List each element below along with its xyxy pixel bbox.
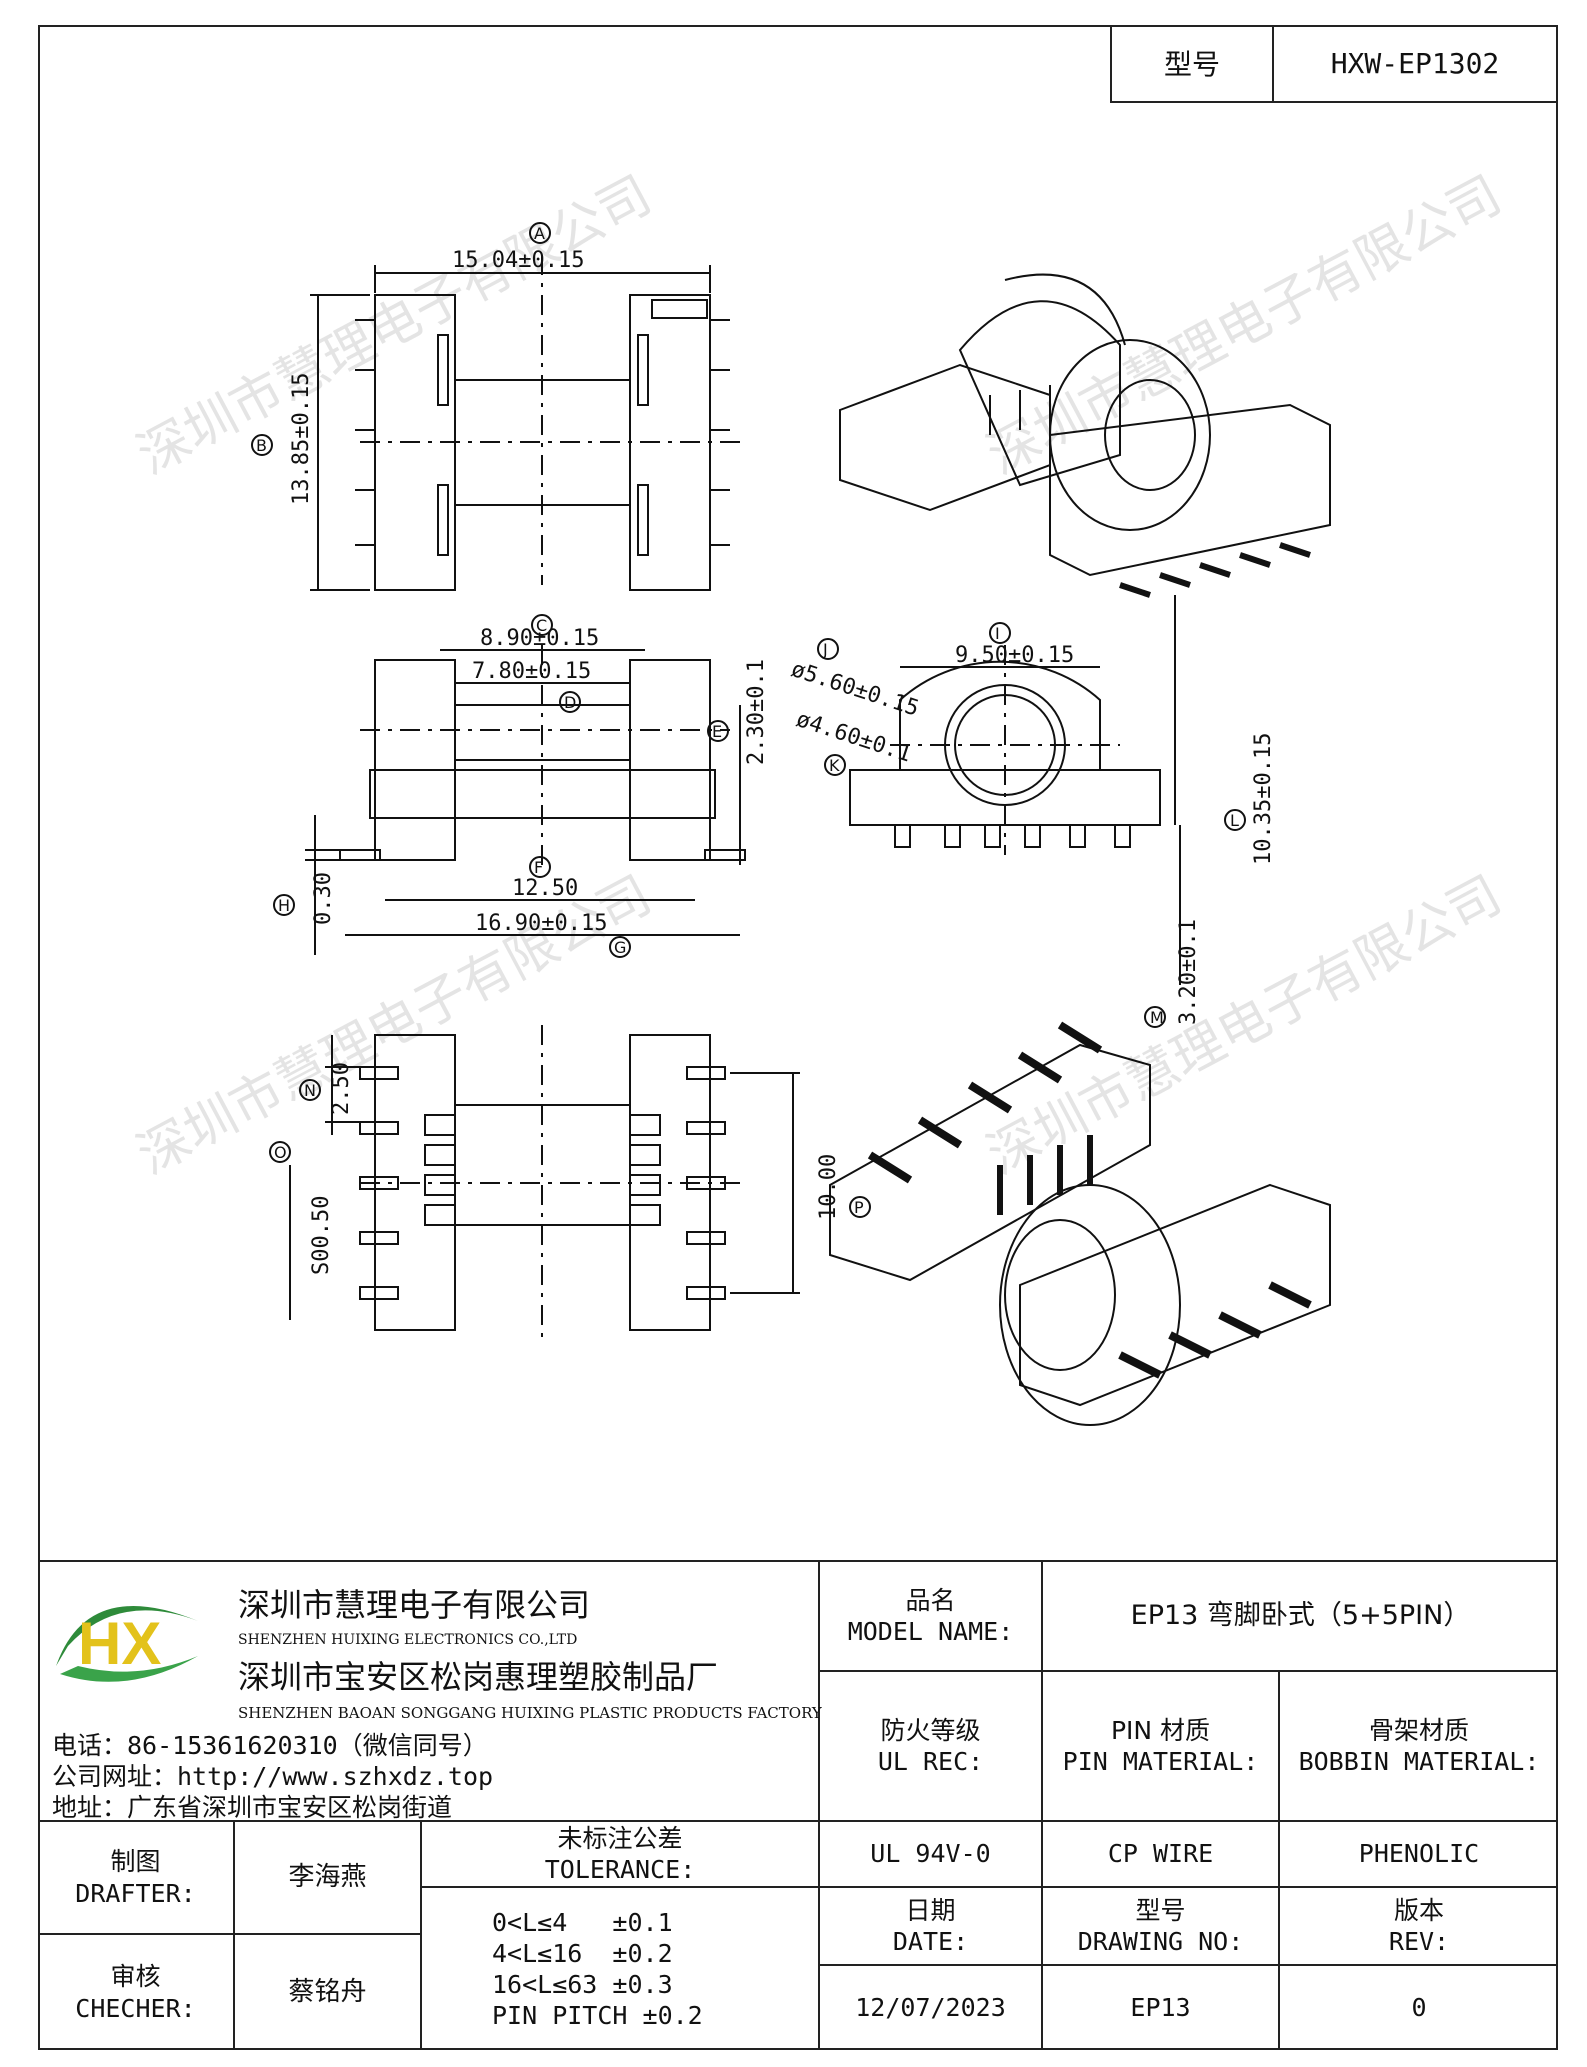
top-view: 15.04±0.15 A 13.85±0.15 B (251, 222, 740, 591)
svg-text:H: H (278, 896, 290, 915)
company-phone: 电话：86-15361620310（微信同号） (52, 1731, 488, 1760)
side-view: 9.50±0.15 I ø5.60±0.15 J ø4.60±0.1 K 10.… (788, 595, 1276, 1028)
company-logo: HX (48, 1586, 208, 1691)
tolerance-line-3: 16<L≤63 ±0.3 (492, 1970, 673, 1999)
svg-text:I: I (995, 624, 1000, 643)
dim-f: 12.50 (512, 876, 578, 901)
drawing-frame (38, 25, 1558, 2050)
svg-text:G: G (614, 938, 626, 957)
factory-name-cn: 深圳市宝安区松岗惠理塑胶制品厂 (238, 1658, 719, 1696)
svg-text:J: J (822, 640, 828, 659)
model-label: 型号 (1112, 25, 1274, 101)
svg-text:K: K (829, 756, 840, 775)
model-number-box: 型号 HXW-EP1302 (1110, 25, 1558, 103)
bottom-view: 2.50 N S00.50 O 10.00 P (269, 1025, 871, 1340)
drawing-no-header: 型号 DRAWING NO: (1077, 1895, 1244, 1956)
watermark-1: 深圳市慧理电子有限公司 (128, 165, 661, 487)
dim-m: 3.20±0.1 (1176, 919, 1201, 1025)
company-name-en: SHENZHEN HUIXING ELECTRONICS CO.,LTD (238, 1632, 578, 1648)
svg-text:O: O (274, 1143, 287, 1162)
dim-d: 7.80±0.15 (472, 659, 591, 684)
svg-text:M: M (1150, 1008, 1164, 1027)
dim-k: ø4.60±0.1 (793, 707, 914, 768)
drafter-value: 李海燕 (288, 1862, 367, 1893)
checker-value: 蔡铭舟 (288, 1977, 367, 2008)
logo-text: HX (78, 1610, 161, 1677)
dim-e: 2.30±0.1 (744, 659, 769, 765)
dim-g: 16.90±0.15 (475, 911, 607, 936)
date-header: 日期 DATE: (892, 1895, 969, 1956)
technical-drawing: 深圳市慧理电子有限公司 深圳市慧理电子有限公司 深圳市慧理电子有限公司 深圳市慧… (40, 105, 1556, 1560)
dim-n: 2.50 (329, 1062, 354, 1115)
company-website[interactable]: 公司网址：http://www.szhxdz.top (52, 1762, 494, 1791)
bobbin-material-header: 骨架材质 BOBBIN MATERIAL: (1298, 1715, 1540, 1776)
drawing-no-value: EP13 (1130, 1993, 1191, 2023)
rev-value: 0 (1411, 1993, 1427, 2023)
drawing-canvas: 深圳市慧理电子有限公司 深圳市慧理电子有限公司 深圳市慧理电子有限公司 深圳市慧… (128, 165, 1511, 1426)
company-name-cn: 深圳市慧理电子有限公司 (238, 1586, 591, 1624)
front-view: 8.90±0.15 C 7.80±0.15 D 2.30±0.1 E 12.50… (273, 614, 769, 958)
tolerance-line-4: PIN PITCH ±0.2 (492, 2001, 703, 2031)
svg-text:E: E (712, 722, 722, 741)
front-flange-right (629, 659, 711, 861)
dim-o: S00.50 (309, 1196, 334, 1275)
svg-text:C: C (536, 616, 547, 635)
date-value: 12/07/2023 (855, 1993, 1006, 2023)
model-name-value: EP13 弯脚卧式（5+5PIN） (1130, 1600, 1471, 1632)
svg-text:B: B (256, 436, 267, 455)
ul-rec-header: 防火等级 UL REC: (877, 1715, 984, 1776)
pin-material-header: PIN 材质 PIN MATERIAL: (1062, 1715, 1259, 1776)
watermark-4: 深圳市慧理电子有限公司 (978, 865, 1511, 1187)
rev-header: 版本 REV: (1388, 1895, 1450, 1956)
svg-text:P: P (854, 1198, 864, 1217)
company-address: 地址：广东省深圳市宝安区松岗街道 (52, 1793, 453, 1822)
dim-i: 9.50±0.15 (955, 643, 1074, 668)
front-flange-left (374, 659, 456, 861)
dim-b: 13.85±0.15 (289, 373, 314, 505)
ul-rec-value: UL 94V-0 (870, 1839, 991, 1869)
bobbin-material-value: PHENOLIC (1358, 1839, 1480, 1869)
logo-icon: HX (56, 1606, 198, 1682)
model-value: HXW-EP1302 (1330, 46, 1500, 80)
isometric-view-bottom (829, 1021, 1331, 1426)
dim-l: 10.35±0.15 (1251, 733, 1276, 865)
pin-material-value: CP WIRE (1107, 1839, 1214, 1869)
model-name-header: 品名 MODEL NAME: (847, 1585, 1014, 1646)
dim-a: 15.04±0.15 (452, 248, 584, 273)
dim-c: 8.90±0.15 (480, 626, 599, 651)
svg-text:A: A (534, 224, 545, 243)
svg-text:D: D (564, 693, 576, 712)
title-block: HX 深圳市慧理电子有限公司 SHENZHEN HUIXING ELECTRON… (38, 1560, 1558, 2050)
drafter-header: 制图 DRAFTER: (75, 1847, 196, 1908)
svg-text:F: F (534, 858, 543, 877)
watermark-2: 深圳市慧理电子有限公司 (978, 165, 1511, 487)
tolerance-table: 0<L≤4 ±0.1 4<L≤16 ±0.2 16<L≤63 ±0.3 PIN … (422, 1888, 818, 2050)
dim-h: 0.30 (311, 872, 336, 925)
tolerance-line-2: 4<L≤16 ±0.2 (492, 1938, 673, 1968)
svg-text:N: N (304, 1081, 316, 1100)
checker-header: 审核 CHECHER: (75, 1962, 196, 2023)
tolerance-line-1: 0<L≤4 ±0.1 (492, 1907, 673, 1937)
dim-p: 10.00 (816, 1154, 841, 1220)
factory-name-en: SHENZHEN BAOAN SONGGANG HUIXING PLASTIC … (238, 1704, 822, 1722)
isometric-view-top (839, 273, 1331, 598)
svg-text:L: L (1230, 811, 1239, 830)
tolerance-header: 未标注公差 TOLERANCE: (544, 1823, 696, 1884)
